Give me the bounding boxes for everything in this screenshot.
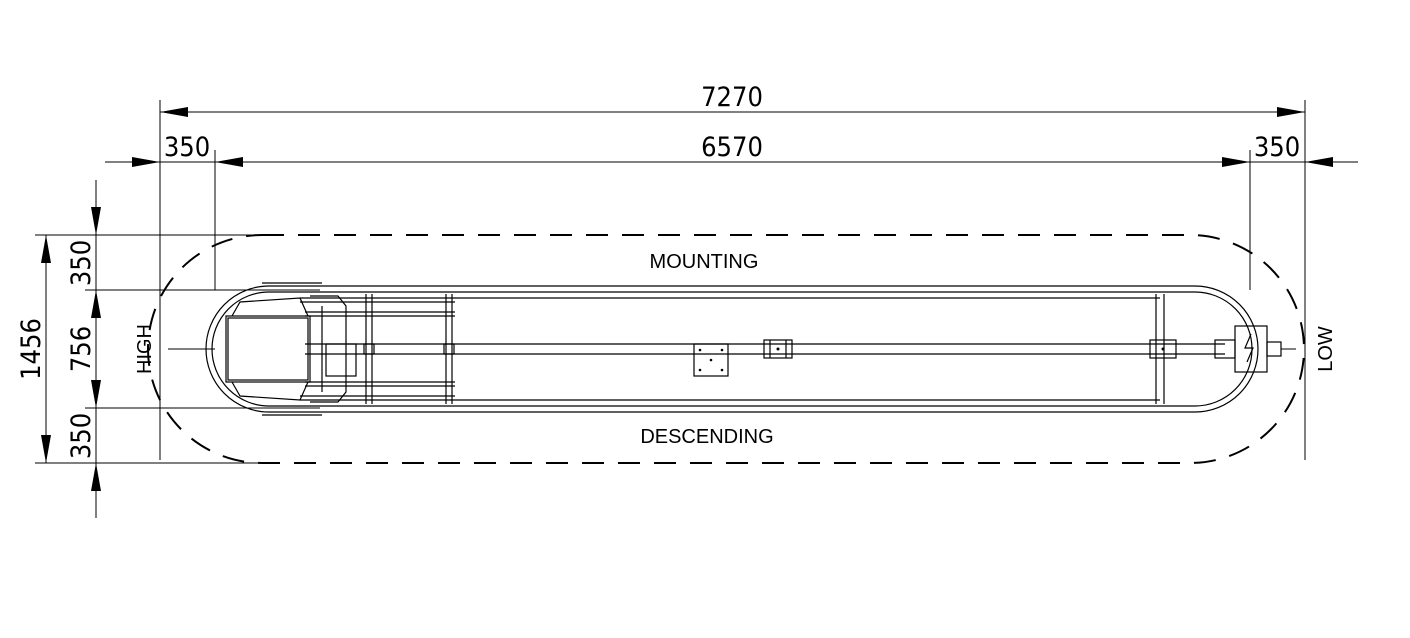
dimension-width-breakdown: 350 756 350 — [66, 180, 320, 518]
track-length-value: 6570 — [701, 132, 763, 163]
side-clearance-top-value: 350 — [66, 240, 97, 286]
mounting-label: MOUNTING — [650, 251, 759, 273]
frame-rails — [168, 297, 1225, 401]
tension-unit — [1149, 294, 1177, 404]
low-end-label: LOW — [1315, 326, 1337, 372]
side-clearance-bottom-value: 350 — [66, 413, 97, 459]
track-loop — [205, 282, 1259, 416]
end-clearance-right-value: 350 — [1254, 132, 1300, 163]
drive-head-unit — [225, 294, 455, 404]
shaft-coupling — [763, 339, 793, 359]
end-clearance-left-value: 350 — [164, 132, 210, 163]
center-junction-box — [693, 343, 729, 377]
high-end-label: HIGH — [134, 324, 156, 374]
descending-label: DESCENDING — [640, 426, 773, 448]
overall-length-value: 7270 — [701, 82, 763, 113]
overall-width-value: 1456 — [16, 318, 47, 380]
motor-unit-low-end — [1214, 325, 1296, 373]
track-width-value: 756 — [66, 326, 97, 372]
dimension-row-2: 350 6570 350 — [105, 132, 1358, 290]
dimension-overall-length: 7270 — [159, 82, 1306, 460]
clearance-envelope — [147, 234, 1305, 464]
dimension-overall-width: 1456 — [16, 234, 270, 464]
